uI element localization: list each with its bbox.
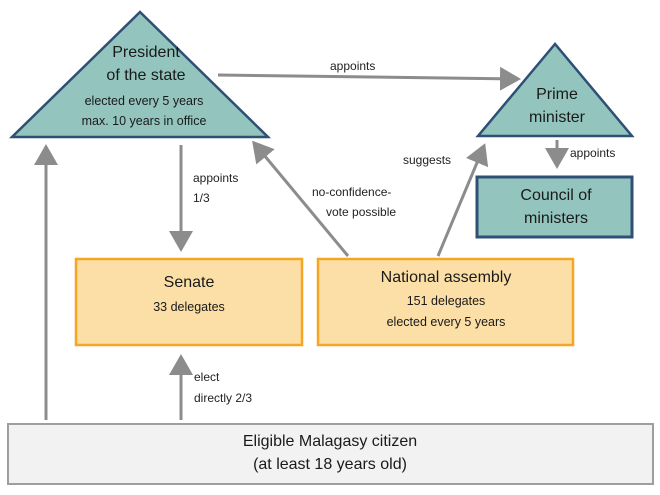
national-assembly-detail-line2: elected every 5 years — [386, 315, 506, 329]
president-title-line2: of the state — [106, 67, 186, 84]
edge-label-citizen-to-senate-line2: directly 2/3 — [194, 391, 253, 405]
president-shape — [8, 10, 272, 139]
edge-label-assembly-to-president-line2: vote possible — [326, 205, 397, 219]
citizen-title-line1: Eligible Malagasy citizen — [242, 433, 418, 450]
citizen-title-line2: (at least 18 years old) — [253, 456, 407, 473]
council-title-line2: ministers — [523, 210, 589, 227]
edge-label-pm-to-council: appoints — [570, 146, 616, 160]
prime-minister-title-line2: minister — [528, 109, 586, 126]
arrow-assembly-to-pm — [436, 143, 489, 257]
president-title-line1: President — [112, 44, 180, 61]
citizen-shape — [7, 423, 654, 485]
council-title-line1: Council of — [520, 187, 592, 204]
edge-label-assembly-to-pm: suggests — [403, 153, 452, 167]
national-assembly-detail-line1: 151 delegates — [406, 294, 486, 308]
president-detail-line2: max. 10 years in office — [81, 114, 207, 128]
arrow-assembly-to-president — [252, 140, 350, 257]
arrow-president-to-pm — [217, 66, 521, 91]
edge-label-president-to-senate-line2: 1/3 — [193, 191, 210, 205]
council-shape — [475, 175, 634, 239]
edge-label-president-to-pm: appoints — [330, 59, 376, 73]
senate-shape — [74, 257, 304, 347]
edge-label-citizen-to-senate-line1: elect — [194, 370, 220, 384]
senate-title: Senate — [163, 274, 215, 291]
edge-label-assembly-to-president-line1: no-confidence- — [312, 185, 392, 199]
president-detail-line1: elected every 5 years — [84, 94, 204, 108]
prime-minister-title-line1: Prime — [536, 86, 578, 103]
senate-detail: 33 delegates — [153, 300, 225, 314]
edge-label-president-to-senate-line1: appoints — [193, 171, 239, 185]
national-assembly-title: National assembly — [380, 269, 512, 286]
national-assembly-shape — [316, 257, 575, 347]
